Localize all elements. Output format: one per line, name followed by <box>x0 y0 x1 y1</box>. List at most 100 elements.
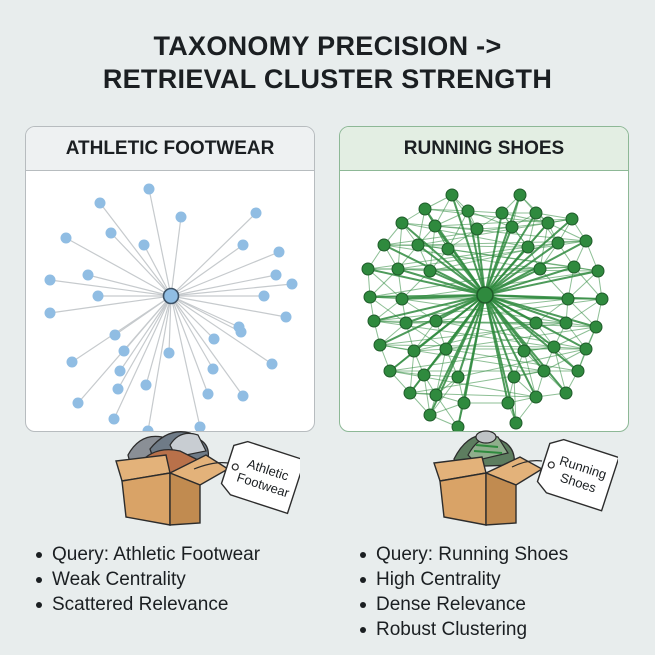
edge <box>435 348 447 396</box>
edge <box>429 242 559 272</box>
title-line-1: TAXONOMY PRECISION -> <box>153 31 502 61</box>
edge <box>484 294 567 394</box>
edge <box>547 222 587 242</box>
node <box>589 320 603 334</box>
edge <box>168 295 172 354</box>
edge <box>117 295 172 390</box>
edge <box>71 295 172 363</box>
edge <box>484 294 515 378</box>
edge <box>501 212 549 224</box>
node <box>399 316 413 330</box>
node <box>237 239 249 251</box>
node <box>541 216 555 230</box>
edge <box>170 283 293 297</box>
node <box>513 188 527 202</box>
node <box>142 425 154 431</box>
edge <box>369 268 399 298</box>
node <box>138 239 150 251</box>
edge <box>484 268 541 296</box>
node <box>82 269 94 281</box>
edge <box>145 295 172 386</box>
edge <box>148 188 172 297</box>
node <box>109 329 121 341</box>
edge <box>447 248 575 268</box>
edge <box>119 295 172 372</box>
node <box>373 338 387 352</box>
edge <box>170 295 209 395</box>
node <box>383 364 397 378</box>
node <box>529 390 543 404</box>
edge <box>170 295 242 333</box>
node <box>44 307 56 319</box>
edge <box>513 376 517 424</box>
node <box>591 264 605 278</box>
node <box>561 292 575 306</box>
edge <box>367 268 486 296</box>
node <box>235 326 247 338</box>
node <box>565 212 579 226</box>
bullet-item: Robust Clustering <box>358 617 568 642</box>
node <box>403 386 417 400</box>
edge <box>143 244 172 297</box>
node <box>441 242 455 256</box>
node <box>60 232 72 244</box>
edge <box>170 251 280 297</box>
hub-node <box>162 287 180 305</box>
edge <box>401 294 486 300</box>
edge <box>445 348 579 372</box>
edge <box>424 208 549 224</box>
edge <box>423 374 431 416</box>
node <box>559 316 573 330</box>
sparse-network-graph <box>44 183 298 431</box>
edge <box>113 295 172 420</box>
node <box>363 290 377 304</box>
page-title: TAXONOMY PRECISION -> RETRIEVAL CLUSTER … <box>0 30 655 96</box>
edge <box>445 326 597 350</box>
edge <box>405 294 486 324</box>
node <box>140 379 152 391</box>
node <box>273 246 285 258</box>
edge <box>49 279 172 297</box>
nodes <box>361 188 609 431</box>
edge <box>535 298 569 324</box>
node <box>143 183 155 195</box>
running-shoes-heading: RUNNING SHOES <box>340 127 628 171</box>
title-line-2: RETRIEVAL CLUSTER STRENGTH <box>102 64 553 94</box>
edge <box>451 194 486 296</box>
edge <box>429 266 575 272</box>
bullet-item: Dense Relevance <box>358 592 568 617</box>
node <box>391 262 405 276</box>
edge <box>170 295 214 370</box>
edge <box>170 295 273 365</box>
edge <box>484 212 503 296</box>
edge <box>383 244 541 270</box>
node <box>595 292 609 306</box>
edge <box>567 298 597 328</box>
edge <box>429 376 459 416</box>
node <box>361 262 375 276</box>
node <box>44 274 56 286</box>
edge <box>379 344 545 372</box>
node <box>94 197 106 209</box>
node <box>423 408 437 422</box>
edge <box>565 298 603 324</box>
running-shoes-box-illustration: Running Shoes <box>428 425 618 530</box>
node <box>559 386 573 400</box>
edge <box>110 232 172 297</box>
edge <box>65 237 172 297</box>
edge <box>383 244 529 248</box>
edge <box>170 295 287 318</box>
node <box>207 363 219 375</box>
athletic-footwear-bullet-list: Query: Athletic Footwear Weak Centrality… <box>34 542 260 617</box>
edge <box>567 270 599 300</box>
edge <box>553 326 597 348</box>
edge <box>397 268 486 296</box>
athletic-footwear-heading: ATHLETIC FOOTWEAR <box>26 127 314 171</box>
athletic-footwear-network <box>26 171 314 431</box>
node <box>533 262 547 276</box>
node <box>418 202 432 216</box>
edge <box>87 274 172 297</box>
edge <box>397 222 403 270</box>
edge <box>413 322 537 352</box>
node <box>495 206 509 220</box>
